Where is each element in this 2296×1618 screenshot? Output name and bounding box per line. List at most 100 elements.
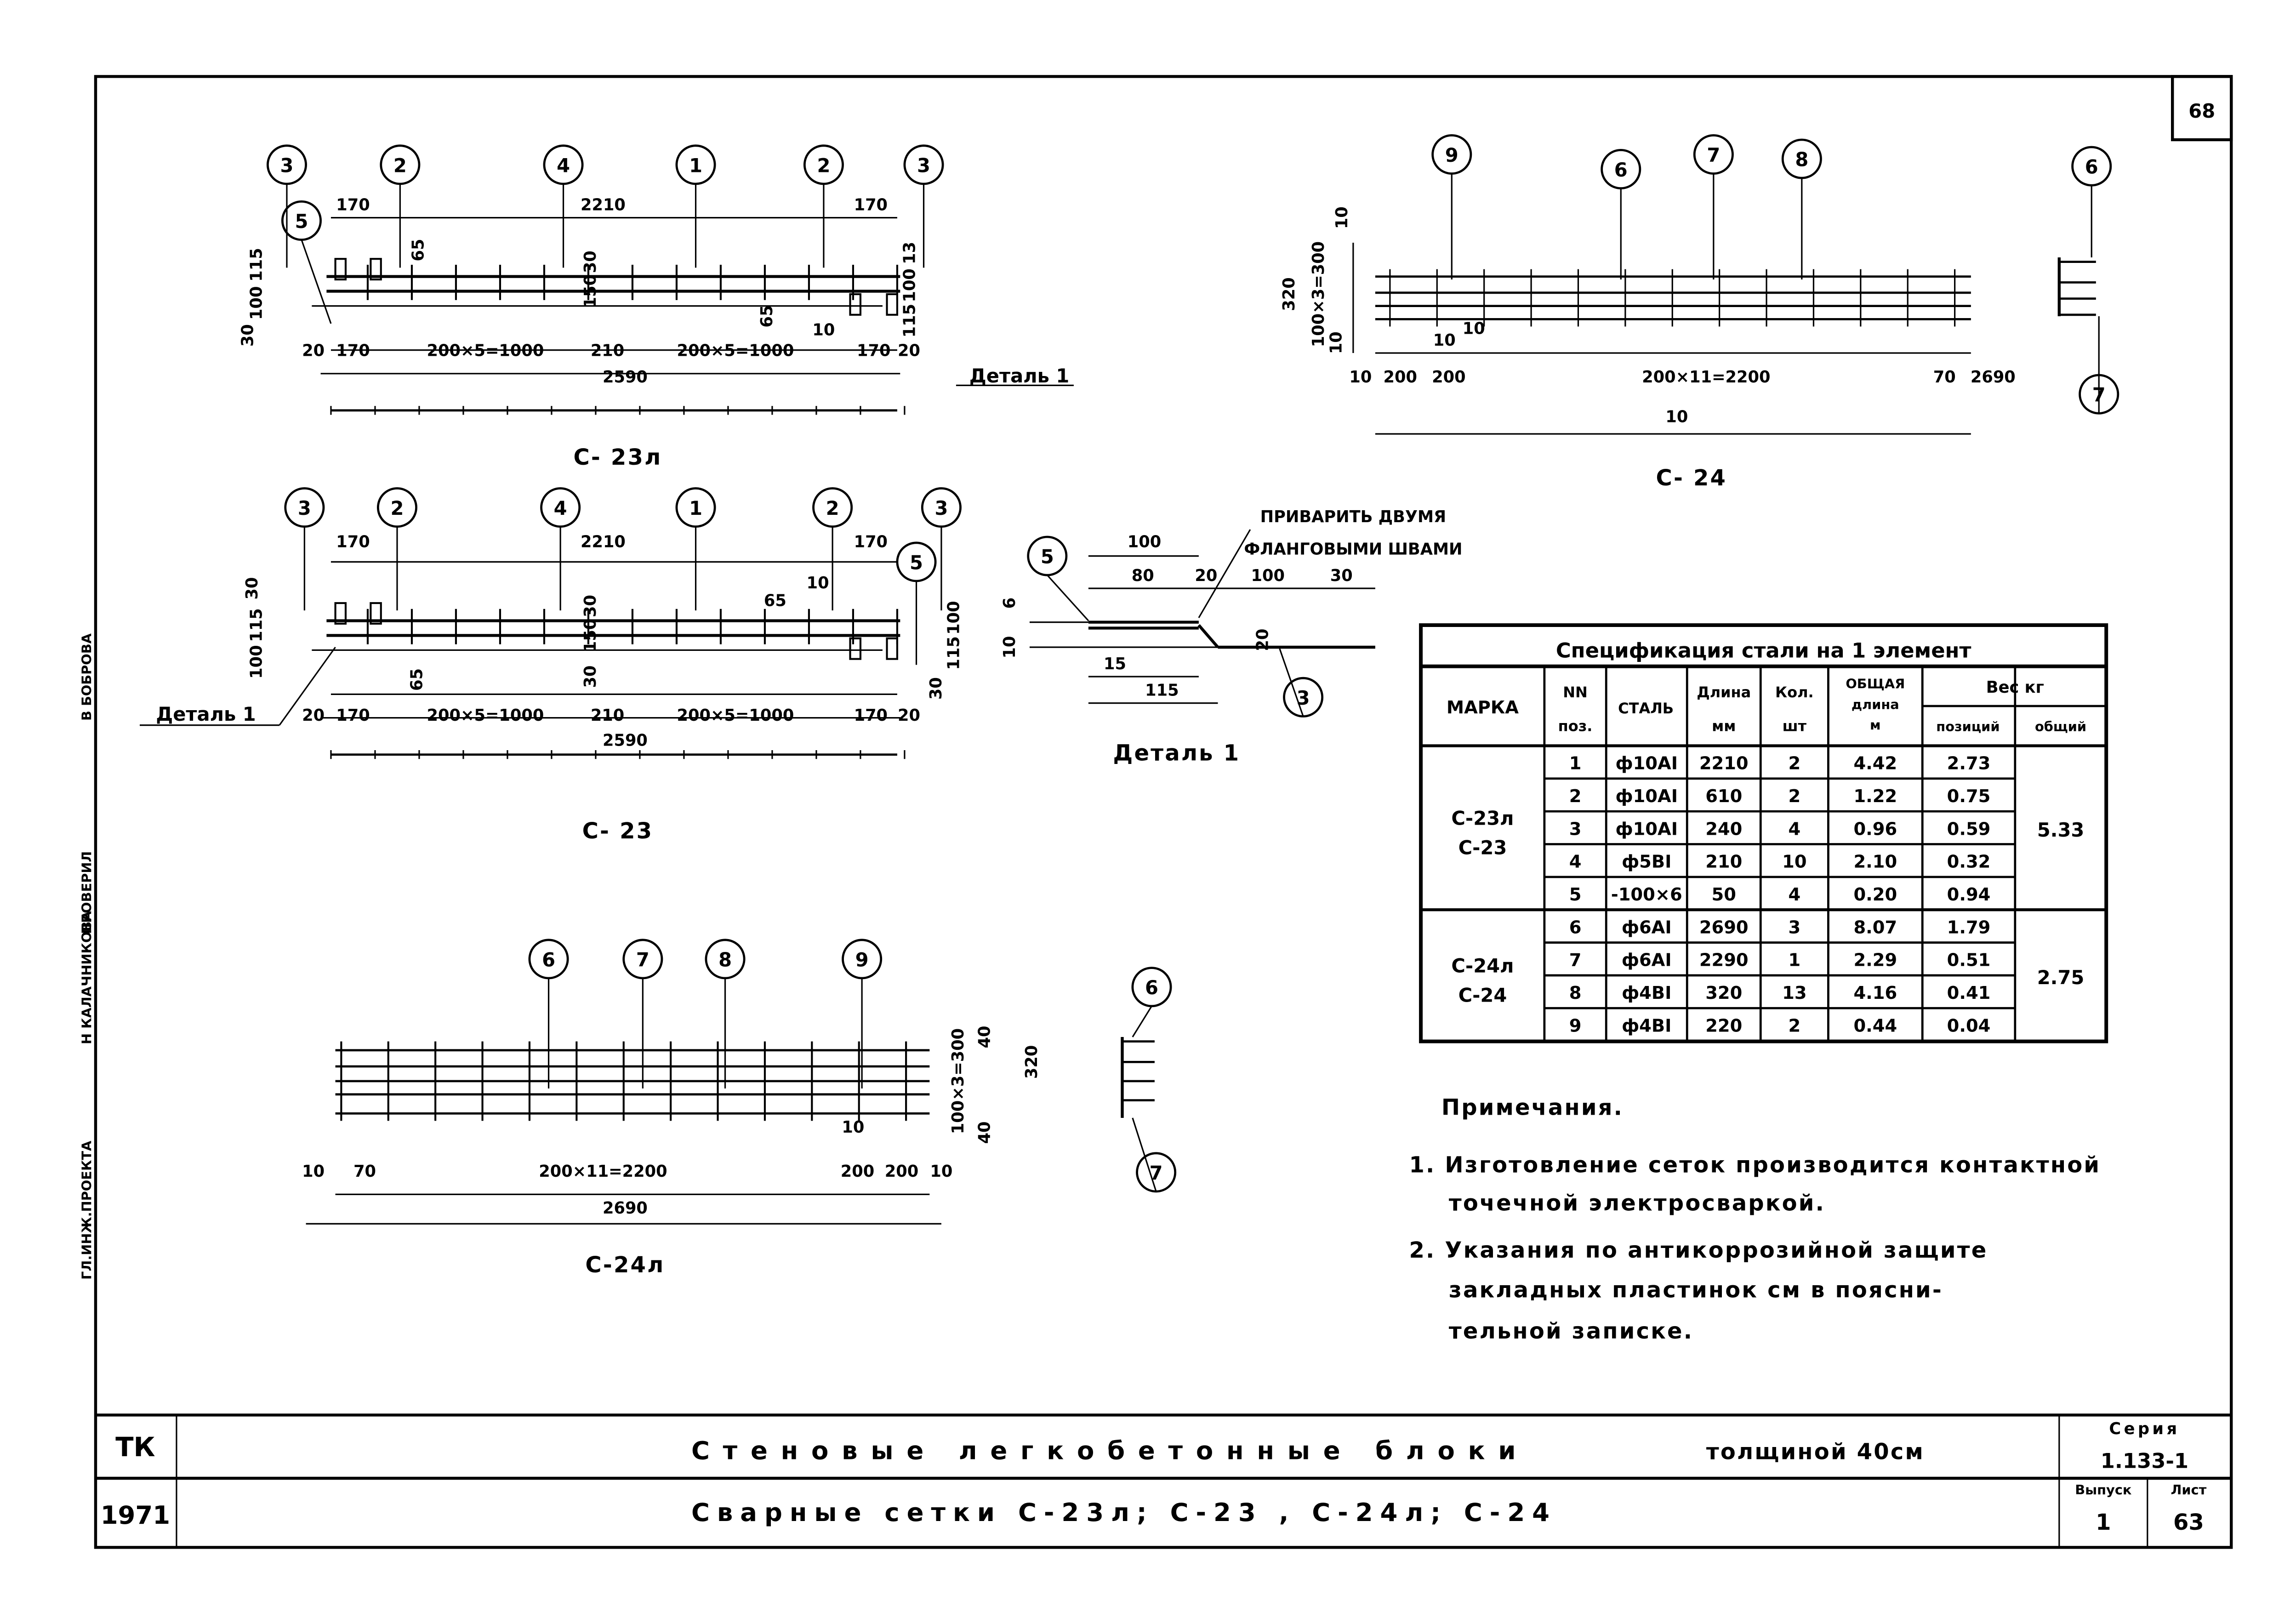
dimension-label: 200×5=1000 xyxy=(677,341,794,360)
callout-number: 6 xyxy=(2085,156,2098,178)
column-header: ОБЩАЯ xyxy=(1846,676,1905,692)
total-weight: 2.75 xyxy=(2037,966,2085,989)
sheet-label: Лист xyxy=(2171,1482,2206,1498)
table-cell: 0.32 xyxy=(1947,852,1991,872)
table-cell: 4.16 xyxy=(1853,983,1897,1003)
callout-number: 7 xyxy=(1150,1162,1163,1184)
sheet-subtitle: Сварные сетки С-23л; С-23 , С-24л; С-24 xyxy=(691,1498,1557,1527)
table-cell: 3 xyxy=(1788,917,1800,938)
callout-number: 9 xyxy=(1445,144,1459,166)
dimension-label: 10 xyxy=(302,1162,325,1181)
table-cell: 0.41 xyxy=(1947,983,1991,1003)
callout-number: 7 xyxy=(636,948,649,971)
embedded-plate xyxy=(849,637,862,660)
dimension-label: 30 xyxy=(243,577,262,600)
table-cell: 4 xyxy=(1569,852,1582,872)
column-header: длина xyxy=(1852,696,1899,712)
table-cell: 1.79 xyxy=(1947,917,1991,938)
dimension-label: 20 xyxy=(1195,566,1217,585)
table-cell: -100×6 xyxy=(1611,884,1682,905)
table-cell: 0.59 xyxy=(1947,819,1991,839)
column-header: мм xyxy=(1712,717,1736,735)
callout-number: 2 xyxy=(393,154,407,177)
leader-line xyxy=(1279,648,1304,717)
dimension-label: 10 xyxy=(1665,407,1688,426)
callout-number: 3 xyxy=(280,154,294,177)
dimension-label: 210 xyxy=(591,706,624,725)
dimension-label: 150 xyxy=(581,274,600,308)
dimension-label: 10 xyxy=(930,1162,952,1181)
drawing-line xyxy=(279,647,336,726)
table-cell: ф4ВI xyxy=(1622,1015,1671,1036)
table-title: Спецификация стали на 1 элемент xyxy=(1556,638,1971,662)
callout-number: 3 xyxy=(1297,687,1310,709)
table-cell: ф5ВI xyxy=(1622,852,1671,872)
callout-number: 4 xyxy=(557,154,570,177)
table-cell: 610 xyxy=(1705,786,1742,807)
weld-note: ФЛАНГОВЫМИ ШВАМИ xyxy=(1244,540,1462,558)
table-cell: 9 xyxy=(1569,1015,1582,1036)
dimension-label: 30 xyxy=(1330,566,1353,585)
column-header: общий xyxy=(2035,718,2086,734)
sheet-title-suffix: толщиной 40см xyxy=(1706,1439,1925,1464)
drawing-title: С- 23л xyxy=(573,444,662,470)
title-block: ТК 1971 Стеновые легкобетонные блоки тол… xyxy=(95,1413,2232,1548)
dimension-label: 65 xyxy=(407,668,426,691)
table-cell: 13 xyxy=(1782,983,1806,1003)
embedded-plate xyxy=(370,258,382,281)
table-cell: 2.10 xyxy=(1853,852,1897,872)
dimension-label: 30 xyxy=(581,595,600,617)
drawing-title: С- 24 xyxy=(1656,465,1727,491)
embedded-plate xyxy=(849,293,862,316)
table-cell: 2 xyxy=(1569,786,1582,807)
dimension-label: 10 xyxy=(1433,331,1456,350)
dimension-label: 40 xyxy=(975,1026,994,1048)
dimension-label: 30 xyxy=(927,677,946,700)
table-border xyxy=(1419,623,2108,1043)
dimension-label: 200×11=2200 xyxy=(1642,368,1770,387)
callout-number: 9 xyxy=(855,948,869,971)
detail-reference: Деталь 1 xyxy=(156,703,256,725)
table-cell: 4.42 xyxy=(1853,753,1897,774)
table-cell: 2290 xyxy=(1699,950,1749,971)
mark-label: С-24л xyxy=(1451,955,1514,977)
table-cell: 3 xyxy=(1569,819,1582,839)
dimension-label: 20 xyxy=(898,706,920,725)
callout-number: 2 xyxy=(826,497,839,519)
note-line: 1. Изготовление сеток производится конта… xyxy=(1409,1152,2101,1178)
table-cell: ф10АI xyxy=(1616,753,1678,774)
dimension-label: 10 xyxy=(807,574,829,593)
notes: Примечания. 1. Изготовление сеток произв… xyxy=(1409,1095,2101,1344)
sheet-number: 68 xyxy=(2188,100,2215,122)
sheet-no: 63 xyxy=(2173,1510,2204,1535)
table-cell: 5 xyxy=(1569,884,1582,905)
column-header: поз. xyxy=(1558,717,1593,735)
table-cell: 4 xyxy=(1788,819,1800,839)
dimension-label: 200×11=2200 xyxy=(539,1162,667,1181)
dimension-label: 200 xyxy=(885,1162,918,1181)
mark-label: С-23 xyxy=(1459,836,1507,859)
dimension-label: 65 xyxy=(409,239,428,262)
dimension-label: 2210 xyxy=(581,532,626,551)
callout-number: 8 xyxy=(1795,148,1808,171)
dimension-label: 20 xyxy=(898,341,920,360)
table-cell: 1 xyxy=(1569,753,1582,774)
note-line: закладных пластинок см в поясни- xyxy=(1449,1277,1943,1303)
dimension-label: 70 xyxy=(353,1162,376,1181)
column-header: Вес кг xyxy=(1986,678,2044,697)
dimension-label: 100 xyxy=(944,601,963,634)
dimension-label: 10 xyxy=(1463,319,1485,338)
dimension-label: 13 xyxy=(900,242,919,264)
stamp-label: Н КАЛАЧНИКОВА xyxy=(79,911,94,1044)
table-cell: 8.07 xyxy=(1853,917,1897,938)
approval-stamp: ГЛ.ИНЖ.ПРОЕКТА Н КАЛАЧНИКОВА ПРОВЕРИЛ В … xyxy=(79,633,94,1280)
embedded-plate xyxy=(886,293,899,316)
table-cell: 2 xyxy=(1788,786,1800,807)
column-header: Длина xyxy=(1697,684,1751,701)
sheet-frame xyxy=(94,75,2233,1549)
dimension-label: 100 xyxy=(1128,532,1161,551)
dimension-label: 200 xyxy=(841,1162,874,1181)
table-cell: ф6АI xyxy=(1622,950,1672,971)
callout-number: 1 xyxy=(689,497,702,519)
